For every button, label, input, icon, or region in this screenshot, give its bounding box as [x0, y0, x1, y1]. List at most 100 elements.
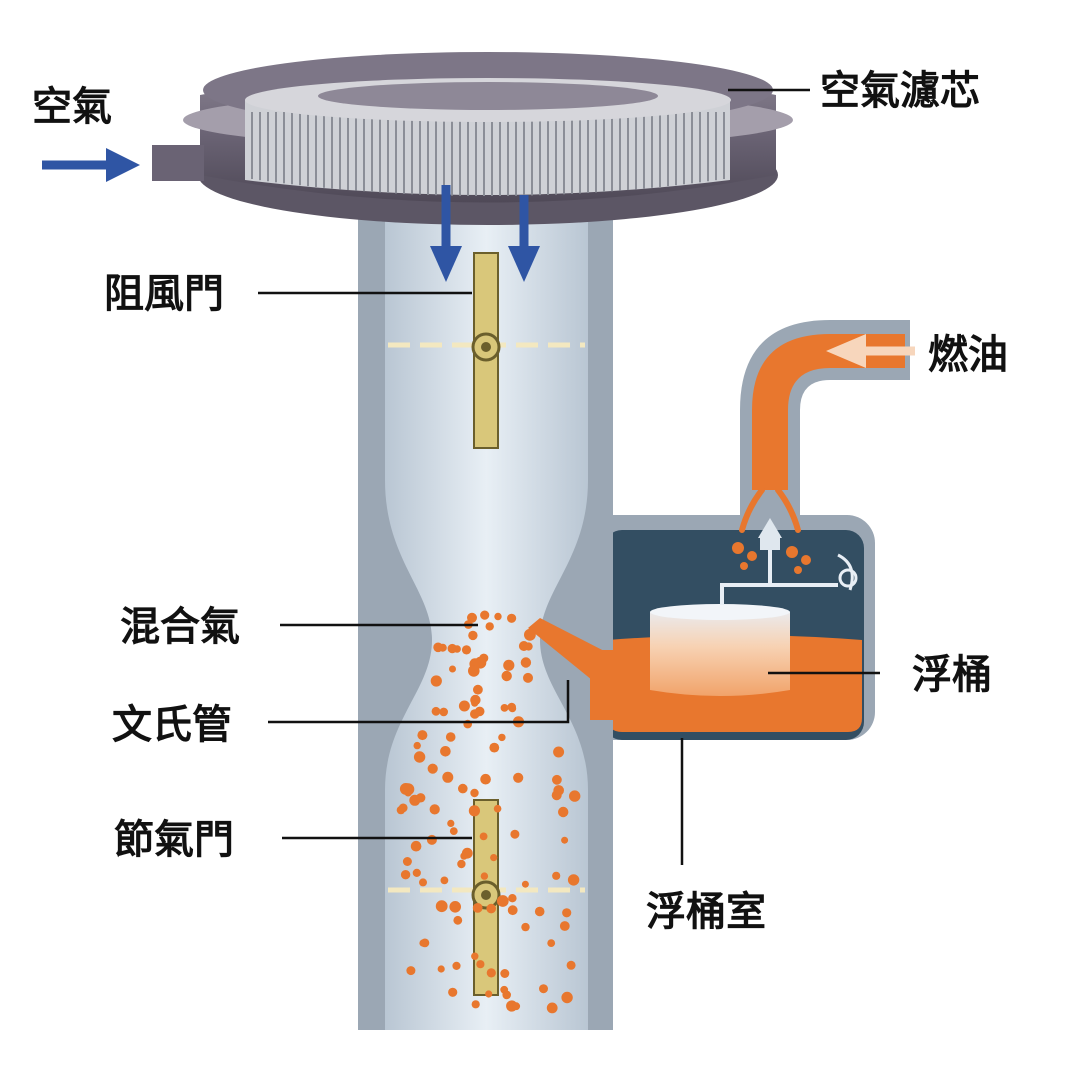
- fuel-droplet: [558, 806, 569, 818]
- fuel-droplet: [508, 894, 517, 903]
- arrow-right-icon: [42, 148, 140, 182]
- fuel-nozzle: [528, 618, 620, 720]
- fuel-droplet: [498, 733, 506, 742]
- choke-valve: [388, 252, 585, 449]
- fuel-droplet: [419, 878, 427, 887]
- label-float-chamber: 浮桶室: [646, 889, 766, 935]
- fuel-droplet: [486, 903, 497, 914]
- fuel-droplet: [567, 874, 580, 886]
- label-air-filter: 空氣濾芯: [820, 68, 980, 114]
- fuel-droplet: [472, 903, 483, 913]
- fuel-droplet: [479, 653, 489, 663]
- fuel-droplet: [566, 960, 576, 970]
- fuel-droplet: [468, 630, 478, 641]
- fuel-droplet: [490, 854, 498, 862]
- fuel-droplet: [500, 985, 509, 994]
- fuel-droplet: [442, 771, 454, 783]
- fuel-droplet: [534, 906, 545, 917]
- label-air: 空氣: [32, 84, 112, 130]
- fuel-droplet: [452, 961, 461, 971]
- fuel-droplet: [553, 785, 564, 796]
- fuel-droplets: [396, 610, 581, 1014]
- fuel-droplet: [480, 872, 489, 880]
- arrow-down-icon: [430, 185, 462, 282]
- fuel-droplet: [552, 774, 562, 785]
- fuel-droplet: [521, 880, 529, 888]
- fuel-droplet: [480, 773, 491, 785]
- fuel-droplet: [470, 709, 480, 719]
- fuel-droplet: [457, 859, 466, 869]
- fuel-droplet: [399, 783, 412, 795]
- fuel-droplet: [398, 803, 408, 813]
- fuel-droplet: [539, 984, 548, 994]
- fuel-droplet: [520, 657, 532, 668]
- fuel-droplet: [473, 684, 483, 695]
- fuel-droplet: [453, 645, 461, 653]
- fuel-droplet: [507, 613, 517, 623]
- arrow-down-icon: [508, 195, 540, 282]
- float: [650, 604, 790, 696]
- fuel-droplet: [420, 938, 430, 948]
- fuel-droplet: [479, 832, 488, 841]
- fuel-droplet: [412, 868, 421, 878]
- fuel-droplet: [426, 834, 437, 845]
- fuel-droplet: [448, 987, 458, 997]
- fuel-droplet: [467, 612, 477, 623]
- fuel-droplet: [524, 628, 536, 641]
- leader-lines: [258, 88, 880, 865]
- fuel-droplet: [562, 908, 572, 918]
- label-throttle: 節氣門: [114, 817, 234, 863]
- fuel-droplet: [552, 871, 561, 880]
- fuel-droplet: [523, 672, 533, 683]
- fuel-droplet: [503, 659, 515, 671]
- fuel-droplet: [449, 665, 456, 673]
- fuel-droplet: [468, 665, 480, 677]
- fuel-droplet: [524, 642, 533, 651]
- leader-line-venturi: [268, 680, 570, 724]
- fuel-droplet: [470, 788, 479, 798]
- fuel-droplet: [449, 901, 462, 913]
- fuel-droplet: [438, 643, 447, 652]
- fuel-droplet: [500, 704, 509, 712]
- fuel-droplet: [460, 852, 468, 860]
- fuel-droplet: [458, 700, 470, 712]
- fuel-droplet: [449, 827, 458, 835]
- fuel-droplet: [476, 960, 485, 969]
- fuel-droplet: [413, 751, 426, 763]
- fuel-droplet: [445, 732, 456, 742]
- fuel-droplet: [416, 793, 426, 803]
- fuel-droplet: [485, 990, 493, 998]
- fuel-droplet: [431, 706, 441, 716]
- fuel-droplet: [413, 741, 421, 750]
- fuel-droplet: [430, 675, 442, 687]
- needle-valve: [720, 518, 858, 605]
- fuel-droplet: [521, 922, 530, 932]
- label-mixture: 混合氣: [120, 604, 240, 650]
- fuel-droplet: [507, 702, 516, 712]
- fuel-droplet: [439, 707, 449, 717]
- fuel-droplet: [406, 966, 416, 976]
- fuel-droplet: [510, 829, 520, 839]
- fuel-droplet: [461, 645, 472, 655]
- fuel-droplet: [480, 610, 490, 620]
- filter-element: [251, 112, 725, 196]
- fuel-droplet: [471, 952, 479, 960]
- fuel-droplet: [561, 991, 573, 1004]
- fuel-droplet: [500, 969, 510, 978]
- fuel-inlet-pipe: [740, 320, 910, 520]
- fuel-droplet: [410, 840, 422, 852]
- fuel-droplet: [569, 790, 581, 802]
- fuel-droplet: [512, 1002, 521, 1011]
- fuel-droplet: [447, 819, 455, 828]
- fuel-droplet: [496, 895, 509, 907]
- fuel-droplet: [400, 870, 411, 880]
- fuel-droplet: [547, 939, 556, 947]
- fuel-droplet: [485, 622, 494, 631]
- fuel-droplet: [417, 730, 428, 741]
- fuel-droplet: [458, 783, 468, 794]
- fuel-droplet: [435, 900, 448, 913]
- fuel-droplet: [486, 968, 496, 978]
- label-fuel: 燃油: [928, 332, 1008, 378]
- fuel-droplet: [453, 915, 463, 925]
